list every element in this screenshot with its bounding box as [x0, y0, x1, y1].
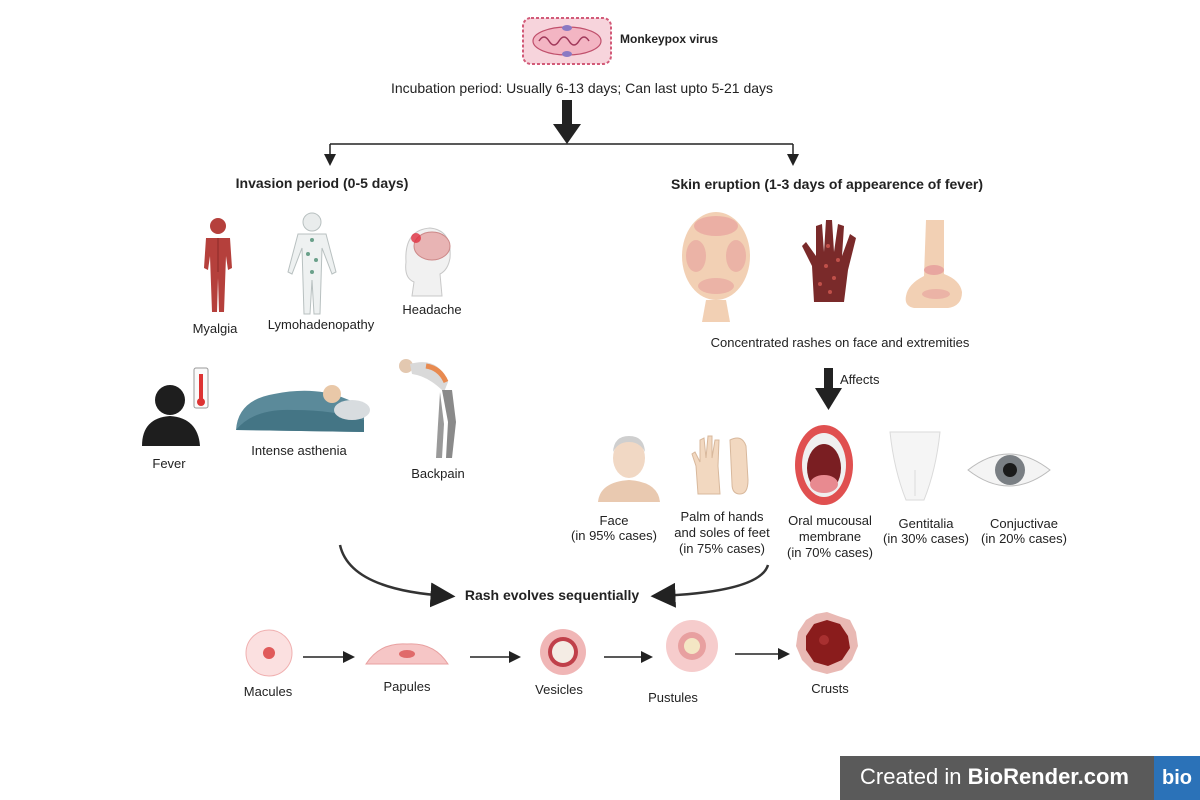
biorender-footer[interactable]: Created in BioRender.com bio: [840, 756, 1200, 800]
branch-connector: [324, 143, 799, 166]
main-down-arrow: [553, 100, 581, 144]
virus-label: Monkeypox virus: [620, 32, 719, 46]
site-eye-label: Conjuctivae(in 20% cases): [981, 516, 1067, 546]
crusts-icon: [796, 612, 858, 674]
macules-icon: [245, 629, 293, 677]
asthenia-label: Intense asthenia: [251, 443, 347, 458]
skin-title: Skin eruption (1-3 days of appearence of…: [671, 176, 983, 192]
asthenia-icon: [236, 385, 370, 432]
vesicles-icon: [540, 629, 586, 675]
affects-label: Affects: [840, 372, 880, 387]
affects-arrow: [815, 368, 842, 410]
biorender-badge: bio: [1154, 756, 1200, 800]
papules-icon: [365, 643, 449, 665]
site-genital-label: Gentitalia(in 30% cases): [883, 516, 969, 546]
headache-icon: [405, 227, 451, 297]
rash-foot-icon: [905, 220, 962, 308]
site-face-icon: [598, 436, 660, 502]
footer-created-text: Created in BioRender.com: [860, 764, 1129, 789]
site-face-label: Face(in 95% cases): [571, 513, 657, 543]
pustules-icon: [666, 620, 718, 672]
backpain-label: Backpain: [411, 466, 465, 481]
headache-label: Headache: [402, 302, 462, 317]
fever-label: Fever: [152, 456, 186, 471]
site-palm-icon: [691, 435, 749, 495]
stage-papules: Papules: [383, 679, 431, 694]
rashes-caption: Concentrated rashes on face and extremit…: [710, 335, 970, 350]
incubation-text: Incubation period: Usually 6-13 days; Ca…: [390, 80, 774, 96]
curve-arrow-right: [650, 564, 770, 608]
invasion-title: Invasion period (0-5 days): [235, 175, 409, 191]
virus-icon: [522, 17, 612, 65]
curve-arrow-left: [338, 544, 456, 608]
myalgia-label: Myalgia: [192, 321, 238, 336]
rash-face-icon: [682, 212, 750, 322]
lymphadenopathy-icon: [287, 212, 337, 315]
stage-crusts: Crusts: [811, 681, 849, 696]
rash-title: Rash evolves sequentially: [464, 587, 640, 603]
site-oral-icon: [795, 425, 853, 505]
site-genital-icon: [889, 431, 941, 501]
stage-vesicles: Vesicles: [535, 682, 583, 697]
myalgia-icon: [204, 218, 232, 312]
backpain-icon: [399, 359, 456, 458]
fever-icon: [142, 367, 209, 446]
stage-pustules: Pustules: [648, 690, 698, 705]
site-eye-icon: [967, 453, 1051, 487]
stage-macules: Macules: [243, 684, 293, 699]
rash-hand-icon: [802, 220, 856, 302]
lymphadenopathy-label: Lymohadenopathy: [267, 317, 375, 332]
